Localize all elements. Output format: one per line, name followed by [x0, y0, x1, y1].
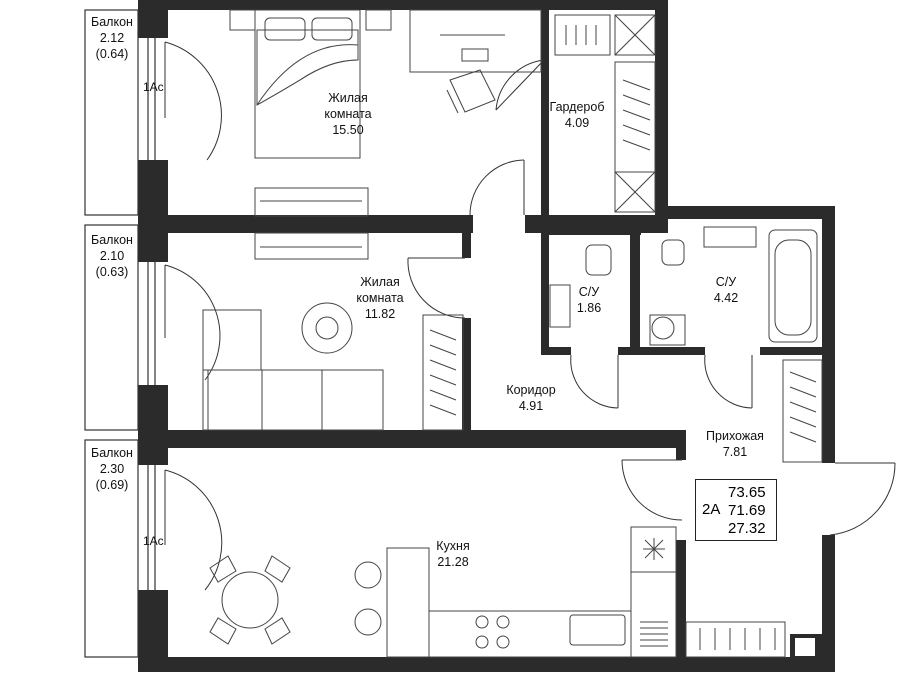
balconies [84, 9, 156, 658]
nightstand [229, 9, 256, 31]
living-total-area: 71.69 [728, 502, 766, 519]
summary-box: 2A 73.65 71.69 27.32 [695, 479, 777, 541]
sofa [202, 309, 384, 431]
tv-stand [254, 232, 369, 260]
nightstand [365, 9, 392, 31]
coffee-table [301, 302, 353, 354]
bed [254, 9, 361, 159]
desk [409, 9, 542, 73]
living-area: 27.32 [728, 520, 766, 537]
walls [138, 0, 835, 672]
doors [164, 41, 896, 591]
tv-stand [254, 187, 369, 217]
area-values: 73.65 71.69 27.32 [728, 484, 766, 538]
total-area: 73.65 [728, 484, 766, 501]
tag-1ac-top: 1Ac [143, 80, 164, 94]
dining-table [221, 571, 279, 629]
chair [446, 69, 496, 114]
tag-1ac-bottom: 1Ac [143, 534, 164, 548]
hangers [429, 25, 817, 650]
shaft [795, 638, 815, 656]
apartment-type: 2A [702, 501, 721, 518]
furniture [202, 9, 823, 658]
